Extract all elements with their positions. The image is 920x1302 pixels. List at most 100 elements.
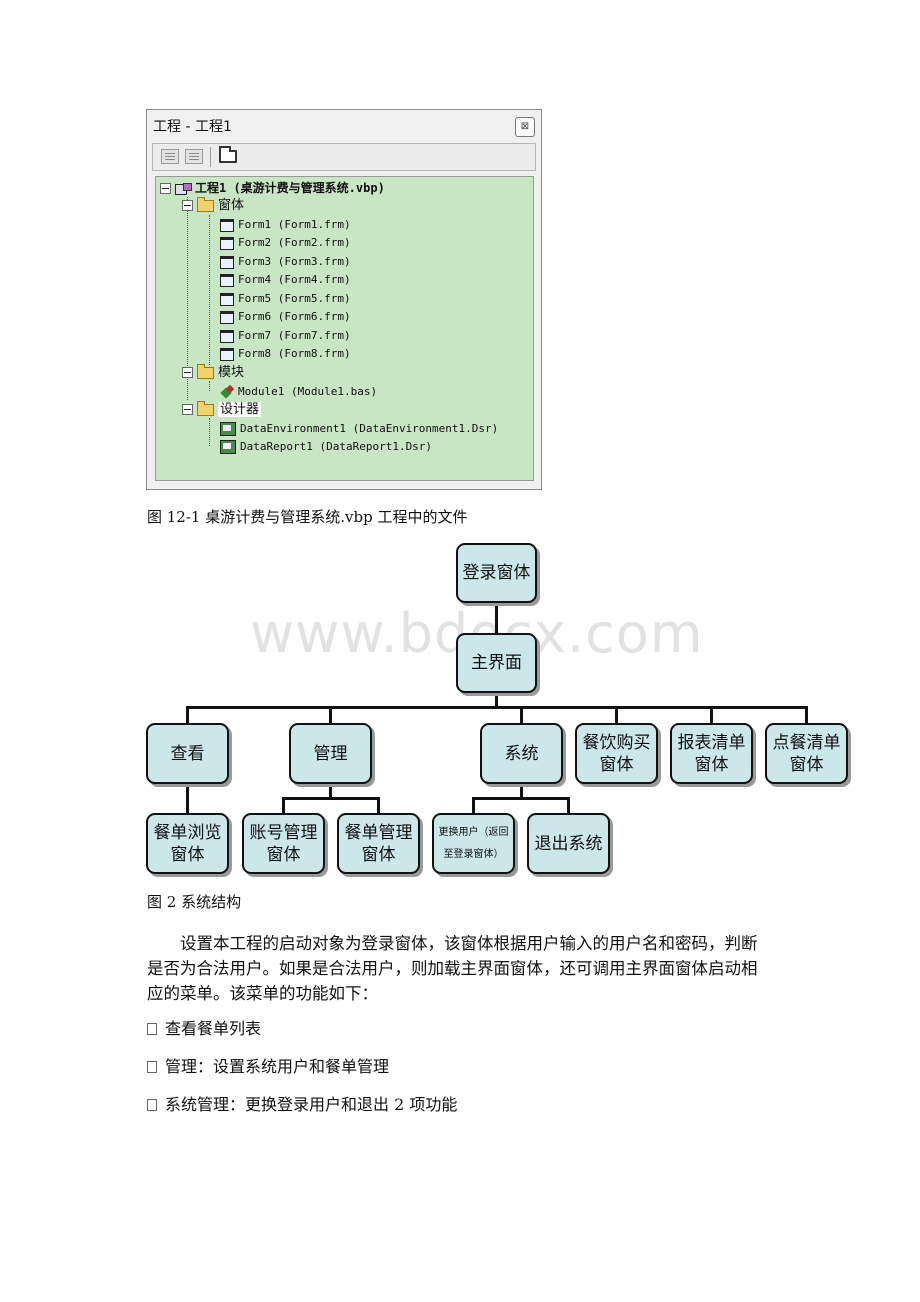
form-icon — [220, 236, 234, 250]
tree-item-label: Form2 (Form2.frm) — [238, 236, 351, 249]
bullet-text: 系统管理：更换登录用户和退出 2 项功能 — [165, 1095, 458, 1114]
folder-icon — [197, 196, 214, 212]
project-explorer-window: 工程 - 工程1 ⊠ 工程1 (桌游计费与管理系统.vbp) 窗体 Form1 … — [146, 109, 542, 490]
tree-folder-forms[interactable]: 窗体 — [182, 196, 245, 215]
project-tree: 工程1 (桌游计费与管理系统.vbp) 窗体 Form1 (Form1.frm)… — [155, 176, 534, 481]
form-icon — [220, 218, 234, 232]
bullet-box-icon — [147, 1023, 157, 1035]
body-paragraph: 设置本工程的启动对象为登录窗体，该窗体根据用户输入的用户名和密码，判断 是否为合… — [147, 931, 827, 1006]
connector-line — [710, 706, 713, 724]
node-system: 系统 — [480, 723, 563, 784]
connector-line — [186, 783, 189, 815]
connector-line — [472, 797, 475, 815]
tree-item[interactable]: DataReport1 (DataReport1.Dsr) — [220, 438, 432, 456]
connector-line — [495, 692, 498, 707]
paragraph-line: 应的菜单。该菜单的功能如下： — [147, 984, 378, 1003]
tree-line — [209, 215, 210, 365]
connector-line — [520, 783, 523, 798]
designer-icon — [220, 422, 236, 436]
tree-folder-label: 设计器 — [218, 402, 262, 417]
connector-line — [329, 783, 332, 798]
collapse-icon[interactable] — [182, 367, 193, 378]
tree-root[interactable]: 工程1 (桌游计费与管理系统.vbp) — [160, 179, 385, 197]
tree-item[interactable]: DataEnvironment1 (DataEnvironment1.Dsr) — [220, 420, 498, 438]
tree-folder-modules[interactable]: 模块 — [182, 363, 244, 382]
tree-item[interactable]: Form5 (Form5.frm) — [220, 290, 351, 308]
bullet-text: 管理：设置系统用户和餐单管理 — [165, 1057, 390, 1076]
toolbar-divider — [210, 147, 211, 167]
node-login-form: 登录窗体 — [456, 543, 537, 603]
tree-item-label: Form4 (Form4.frm) — [238, 273, 351, 286]
form-icon — [220, 310, 234, 324]
tree-item-label: Module1 (Module1.bas) — [238, 385, 378, 398]
bullet-box-icon — [147, 1099, 157, 1111]
close-icon[interactable]: ⊠ — [515, 117, 535, 137]
tree-item[interactable]: Form3 (Form3.frm) — [220, 253, 351, 271]
tree-item-label: Form8 (Form8.frm) — [238, 347, 351, 360]
tree-item[interactable]: Form7 (Form7.frm) — [220, 327, 351, 345]
project-window-title: 工程 - 工程1 — [153, 119, 232, 135]
bullet-item: 查看餐单列表 — [147, 1015, 261, 1039]
toggle-folders-icon[interactable] — [219, 146, 237, 163]
view-object-icon[interactable] — [185, 149, 203, 164]
tree-item-label: Form3 (Form3.frm) — [238, 255, 351, 268]
tree-item[interactable]: Form4 (Form4.frm) — [220, 271, 351, 289]
collapse-icon[interactable] — [182, 200, 193, 211]
connector-line — [567, 797, 570, 815]
tree-line — [187, 197, 188, 400]
node-account-manage: 账号管理 窗体 — [242, 813, 325, 874]
connector-line — [472, 797, 569, 800]
tree-item-label: DataEnvironment1 (DataEnvironment1.Dsr) — [240, 422, 499, 435]
form-icon — [220, 329, 234, 343]
connector-line — [520, 706, 523, 724]
collapse-icon[interactable] — [182, 404, 193, 415]
connector-line — [282, 797, 285, 815]
folder-icon — [197, 363, 214, 379]
project-toolbar — [152, 143, 536, 171]
node-report-list: 报表清单 窗体 — [670, 723, 753, 784]
tree-item[interactable]: Form1 (Form1.frm) — [220, 216, 351, 234]
bullet-box-icon — [147, 1061, 157, 1073]
bullet-item: 管理：设置系统用户和餐单管理 — [147, 1053, 389, 1077]
node-view: 查看 — [146, 723, 229, 784]
project-icon — [175, 182, 192, 195]
connector-line — [495, 602, 498, 634]
form-icon — [220, 347, 234, 361]
node-manage: 管理 — [289, 723, 372, 784]
collapse-icon[interactable] — [160, 183, 171, 194]
node-catering-purchase: 餐饮购买 窗体 — [575, 723, 658, 784]
connector-line — [615, 706, 618, 724]
paragraph-line: 是否为合法用户。如果是合法用户，则加载主界面窗体，还可调用主界面窗体启动相 — [147, 959, 758, 978]
tree-item-label: Form7 (Form7.frm) — [238, 329, 351, 342]
connector-line — [329, 706, 332, 724]
connector-line — [282, 797, 379, 800]
tree-item[interactable]: Form2 (Form2.frm) — [220, 234, 351, 252]
tree-folder-label: 窗体 — [218, 198, 245, 213]
bullet-text: 查看餐单列表 — [165, 1019, 262, 1038]
tree-item-label: DataReport1 (DataReport1.Dsr) — [240, 440, 433, 453]
tree-item[interactable]: Form6 (Form6.frm) — [220, 308, 351, 326]
form-icon — [220, 273, 234, 287]
tree-folder-designers[interactable]: 设计器 — [182, 400, 262, 419]
tree-item[interactable]: Module1 (Module1.bas) — [220, 383, 377, 401]
connector-line — [186, 706, 189, 724]
figure-2-caption: 图 2 系统结构 — [147, 893, 242, 911]
tree-root-label: 工程1 (桌游计费与管理系统.vbp) — [195, 181, 385, 195]
node-order-list: 点餐清单 窗体 — [765, 723, 848, 784]
folder-icon — [197, 400, 214, 416]
connector-line — [377, 797, 380, 815]
figure-1-caption: 图 12-1 桌游计费与管理系统.vbp 工程中的文件 — [147, 508, 468, 526]
tree-line — [209, 418, 210, 446]
view-code-icon[interactable] — [161, 149, 179, 164]
tree-item[interactable]: Form8 (Form8.frm) — [220, 345, 351, 363]
bullet-item: 系统管理：更换登录用户和退出 2 项功能 — [147, 1091, 457, 1115]
tree-item-label: Form6 (Form6.frm) — [238, 310, 351, 323]
connector-line — [186, 706, 808, 709]
node-menu-manage: 餐单管理 窗体 — [337, 813, 420, 874]
node-exit-system: 退出系统 — [527, 813, 610, 874]
designer-icon — [220, 440, 236, 454]
tree-line — [209, 381, 210, 391]
module-icon — [220, 386, 234, 398]
form-icon — [220, 255, 234, 269]
node-main-interface: 主界面 — [456, 633, 537, 693]
